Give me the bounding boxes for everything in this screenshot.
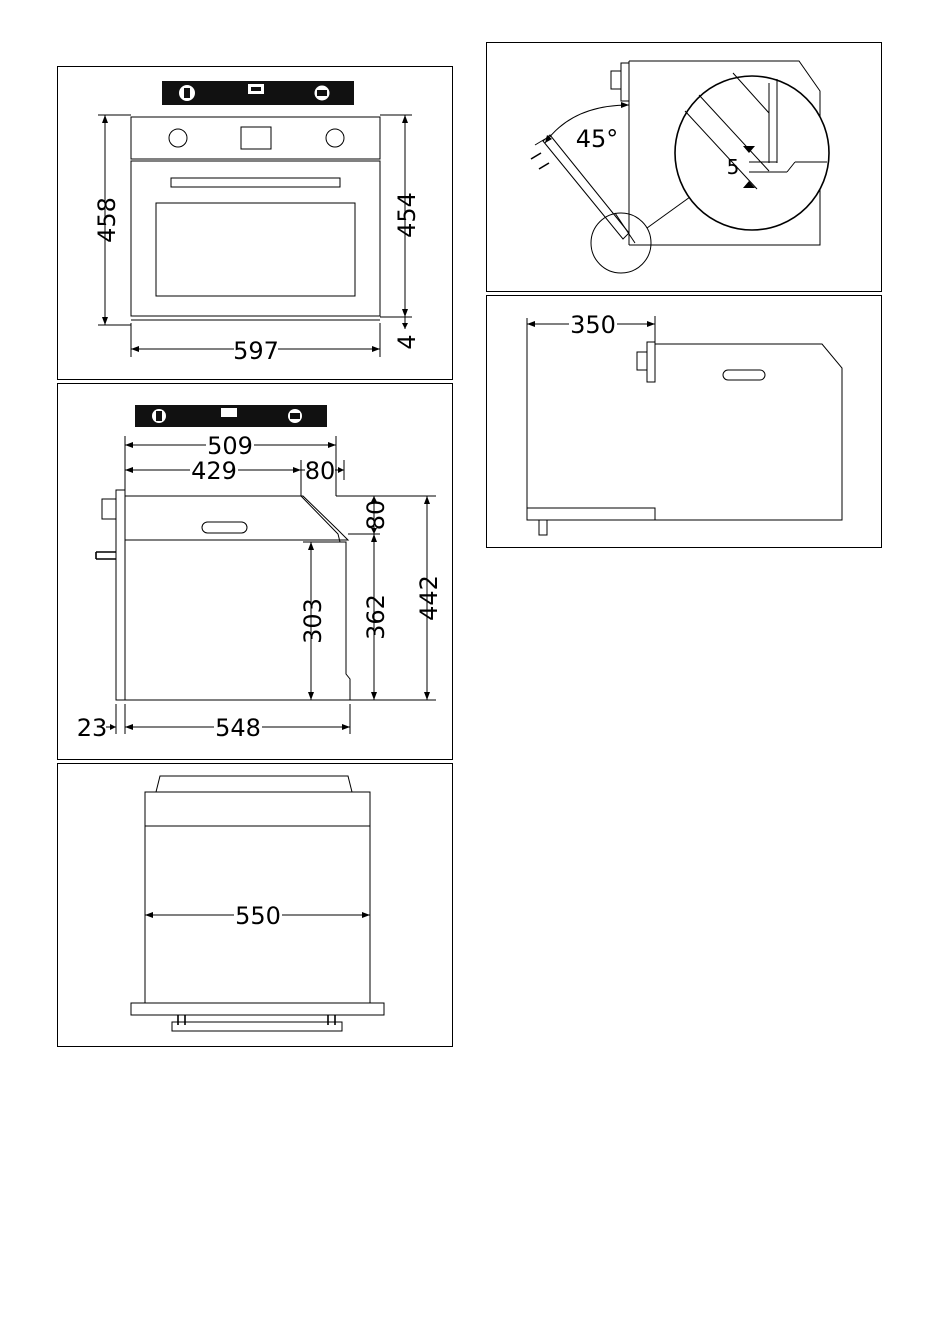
dim-23: 23 xyxy=(77,714,108,742)
clearance-front-panel xyxy=(647,342,655,382)
detail-knob-icon xyxy=(611,71,621,89)
side-view-panel: 509 429 80 80 303 362 xyxy=(57,383,453,760)
dim-550: 550 xyxy=(235,902,281,930)
clearance-knob-icon xyxy=(637,352,647,370)
top-rear-outline xyxy=(145,776,370,826)
clearance-foot xyxy=(539,520,547,535)
front-knob-right-icon xyxy=(326,129,344,147)
top-view-drawing: 550 xyxy=(58,764,454,1048)
angle-45: 45° xyxy=(576,125,619,153)
front-knob-left-icon xyxy=(169,129,187,147)
dim-509: 509 xyxy=(207,432,253,460)
dim-454: 454 xyxy=(393,192,421,238)
dim-548: 548 xyxy=(215,714,261,742)
detail-front-panel xyxy=(621,63,629,101)
door-handle xyxy=(171,178,340,187)
top-view-panel: 550 xyxy=(57,763,453,1047)
side-knob-icon xyxy=(102,499,116,519)
door-window xyxy=(156,203,355,296)
dim-362: 362 xyxy=(362,594,390,640)
dim-303: 303 xyxy=(299,598,327,644)
front-view-drawing: 458 454 4 597 xyxy=(58,67,454,381)
door-detail-drawing: 45° 5 xyxy=(487,43,883,293)
door-detail-panel: 45° 5 xyxy=(486,42,882,292)
dim-429: 429 xyxy=(191,457,237,485)
side-front-panel xyxy=(116,490,125,700)
dim-458: 458 xyxy=(93,197,121,243)
dim-442: 442 xyxy=(415,575,443,621)
clearance-view-panel: 350 xyxy=(486,295,882,548)
front-display-icon xyxy=(241,127,271,149)
oven-control-panel xyxy=(131,117,380,159)
clearance-handle-slot xyxy=(723,370,765,380)
side-chamfer xyxy=(125,496,340,542)
clearance-view-drawing: 350 xyxy=(487,296,883,549)
knob-right-mark xyxy=(317,90,327,96)
display-icon-inner xyxy=(251,87,261,91)
clearance-base xyxy=(527,508,655,520)
side-view-drawing: 509 429 80 80 303 362 xyxy=(58,384,454,761)
dim-597: 597 xyxy=(233,337,279,365)
top-handle xyxy=(172,1022,342,1031)
knob-left-mark xyxy=(184,88,190,98)
side-body-outline xyxy=(116,494,350,700)
dim-80-horizontal: 80 xyxy=(305,457,336,485)
dim-4: 4 xyxy=(393,334,421,349)
dim-80-vertical: 80 xyxy=(362,500,390,531)
dim-350: 350 xyxy=(570,311,616,339)
top-front-panel xyxy=(131,1003,384,1015)
front-view-panel: 458 454 4 597 xyxy=(57,66,453,380)
side-handle-slot xyxy=(202,522,247,533)
oven-door xyxy=(131,161,380,316)
gap-5: 5 xyxy=(727,155,740,179)
side-display-icon xyxy=(221,408,237,417)
